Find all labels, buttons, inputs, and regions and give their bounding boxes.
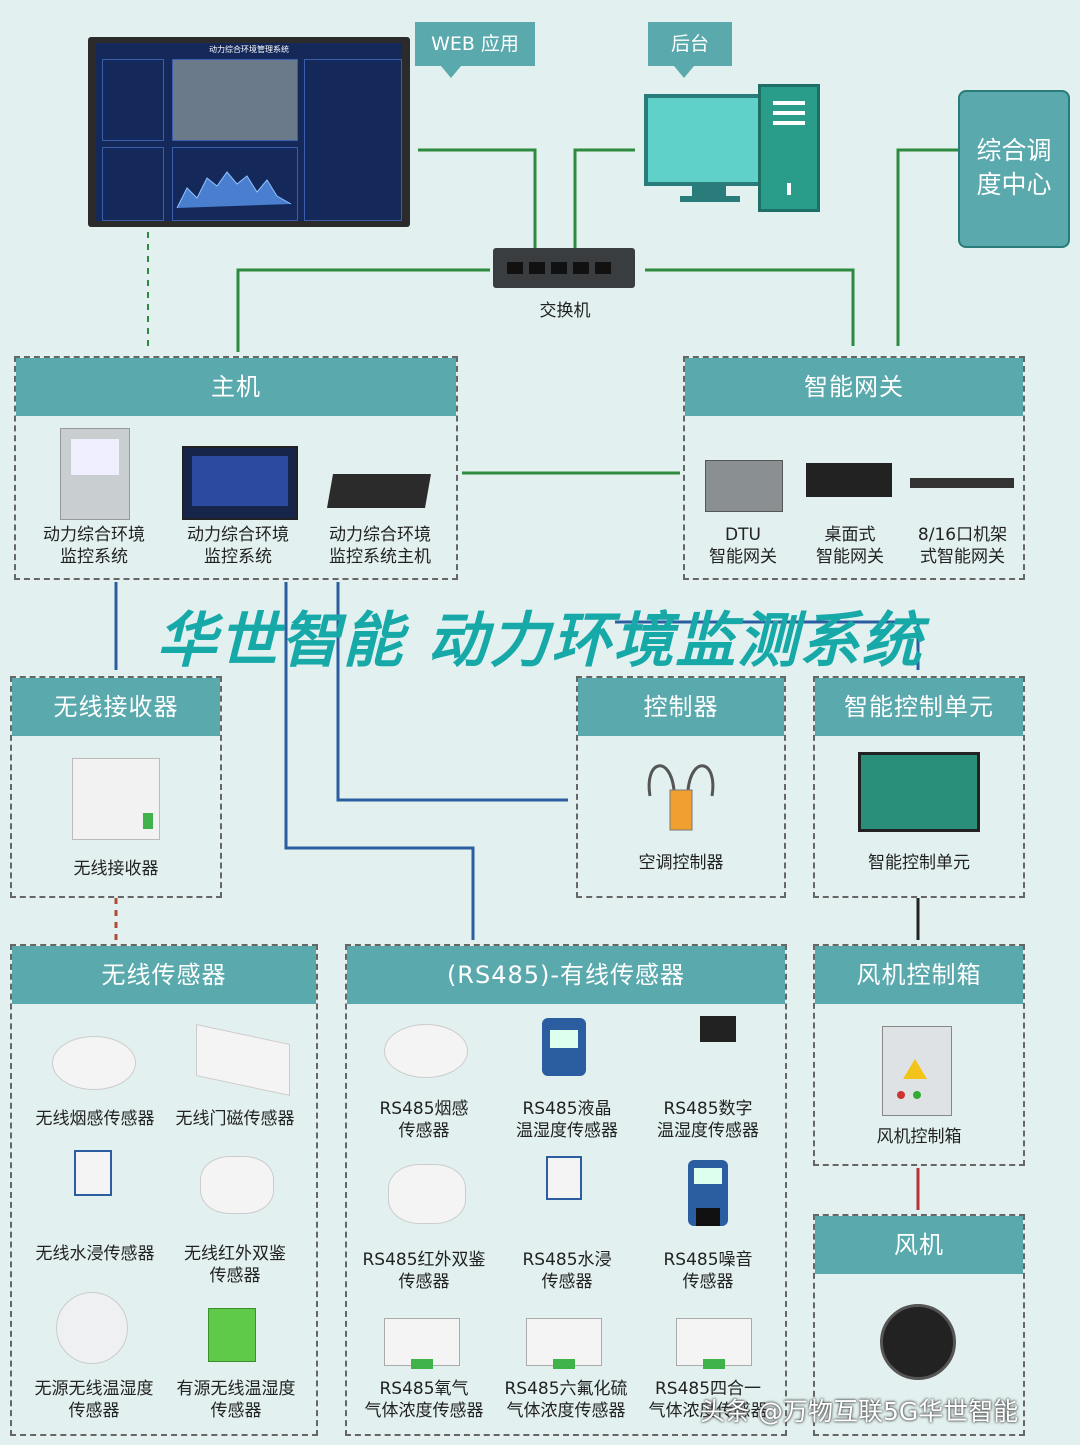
- dtu-gateway-device: [705, 460, 783, 512]
- host-item-3-label: 动力综合环境 监控系统主机: [329, 525, 431, 567]
- rs485-lcd-humidity-sensor-icon: [542, 1018, 586, 1076]
- wireless-infrared-sensor-icon: [200, 1156, 274, 1214]
- wired-sensor-9-label: RS485四合一 气体浓度传感器: [648, 1379, 768, 1421]
- desktop-gateway-device: [806, 463, 892, 497]
- smart-unit-label: 智能控制单元: [868, 853, 970, 873]
- rs485-smoke-sensor-icon: [384, 1024, 468, 1078]
- wireless-sensor-4-label: 无线红外双鉴 传感器: [184, 1244, 286, 1286]
- rs485-digital-humidity-sensor-icon: [700, 1016, 736, 1042]
- smart-unit-title: 智能控制单元: [815, 678, 1023, 736]
- display-device: [182, 446, 298, 520]
- rs485-oxygen-sensor-icon: [384, 1318, 460, 1369]
- gateway-item-3-label: 8/16口机架 式智能网关: [917, 525, 1008, 567]
- wired-sensor-2-label: RS485液晶 温湿度传感器: [516, 1099, 618, 1141]
- wireless-sensors-title: 无线传感器: [12, 946, 316, 1004]
- rs485-infrared-sensor-icon: [388, 1164, 466, 1224]
- wireless-sensor-6-label: 有源无线温湿度 传感器: [176, 1379, 296, 1421]
- smart-unit-device: [858, 752, 980, 832]
- wireless-receiver-title: 无线接收器: [12, 678, 220, 736]
- wired-sensor-3-label: RS485数字 温湿度传感器: [657, 1099, 759, 1141]
- fan-control-title: 风机控制箱: [815, 946, 1023, 1004]
- wireless-smoke-sensor-icon: [52, 1036, 136, 1090]
- ac-controller-label: 空调控制器: [638, 853, 724, 873]
- fan-control-box-device: [882, 1026, 952, 1116]
- wired-sensor-6-label: RS485噪音 传感器: [663, 1250, 753, 1292]
- touch-panel-device: [60, 428, 130, 520]
- fan-control-label: 风机控制箱: [876, 1127, 962, 1147]
- host-item-2-label: 动力综合环境 监控系统: [187, 525, 289, 567]
- gateway-title: 智能网关: [685, 358, 1023, 416]
- computer-icon: [640, 84, 820, 214]
- watermark: 头条 @万物互联5G华世智能: [700, 1397, 1019, 1426]
- controller-panel: 控制器: [576, 676, 786, 898]
- ac-controller-device: [640, 750, 722, 836]
- wired-sensor-7-label: RS485氧气 气体浓度传感器: [364, 1379, 484, 1421]
- wireless-sensor-2-label: 无线门磁传感器: [175, 1109, 295, 1129]
- backend-bubble: 后台: [648, 22, 732, 78]
- wireless-sensor-1-label: 无线烟感传感器: [35, 1109, 155, 1129]
- wired-sensor-1-label: RS485烟感 传感器: [379, 1099, 469, 1141]
- rs485-noise-sensor-icon: [688, 1160, 728, 1226]
- fan-control-panel: 风机控制箱: [813, 944, 1025, 1166]
- host-panel: 主机: [14, 356, 458, 580]
- controller-title: 控制器: [578, 678, 784, 736]
- gateway-item-2-label: 桌面式 智能网关: [816, 525, 884, 567]
- dispatch-center-label: 综合调 度中心: [976, 136, 1052, 199]
- gateway-panel: 智能网关: [683, 356, 1025, 580]
- monitor-title: 动力综合环境管理系统: [209, 45, 289, 54]
- wireless-sensor-3-label: 无线水浸传感器: [35, 1244, 155, 1264]
- wired-sensor-8-label: RS485六氟化硫 气体浓度传感器: [504, 1379, 628, 1421]
- web-app-bubble: WEB 应用: [415, 22, 535, 78]
- wireless-receiver-label: 无线接收器: [73, 859, 159, 879]
- switch-label: 交换机: [539, 301, 591, 321]
- wired-sensors-title: (RS485)-有线传感器: [347, 946, 785, 1004]
- gateway-item-1-label: DTU 智能网关: [709, 525, 777, 567]
- dispatch-center: 综合调 度中心: [958, 90, 1070, 248]
- rs485-water-sensor-icon: [546, 1156, 582, 1200]
- network-switch-icon: [493, 248, 635, 288]
- fan-title: 风机: [815, 1216, 1023, 1274]
- wireless-water-sensor-icon: [74, 1150, 112, 1196]
- rs485-sf6-sensor-icon: [526, 1318, 602, 1369]
- wireless-receiver-panel: 无线接收器: [10, 676, 222, 898]
- active-humidity-sensor-icon: [208, 1308, 256, 1362]
- fan-icon: [880, 1304, 956, 1380]
- wired-sensor-4-label: RS485红外双鉴 传感器: [362, 1250, 486, 1292]
- host-title: 主机: [16, 358, 456, 416]
- wireless-sensor-5-label: 无源无线温湿度 传感器: [34, 1379, 154, 1421]
- rs485-4in1-sensor-icon: [676, 1318, 752, 1369]
- wired-sensors-panel: (RS485)-有线传感器: [345, 944, 787, 1436]
- host-server-device: [327, 474, 431, 508]
- smart-unit-panel: 智能控制单元: [813, 676, 1025, 898]
- host-item-1-label: 动力综合环境 监控系统: [43, 525, 145, 567]
- monitor-screen: 动力综合环境管理系统: [88, 37, 410, 227]
- wired-sensor-5-label: RS485水浸 传感器: [522, 1250, 612, 1292]
- fan-panel: 风机: [813, 1214, 1025, 1436]
- main-title: 华世智能 动力环境监测系统: [156, 606, 924, 676]
- wireless-receiver-device: [72, 758, 160, 840]
- rack-gateway-device: [910, 478, 1014, 488]
- passive-humidity-sensor-icon: [56, 1292, 128, 1364]
- wireless-sensors-panel: 无线传感器: [10, 944, 318, 1436]
